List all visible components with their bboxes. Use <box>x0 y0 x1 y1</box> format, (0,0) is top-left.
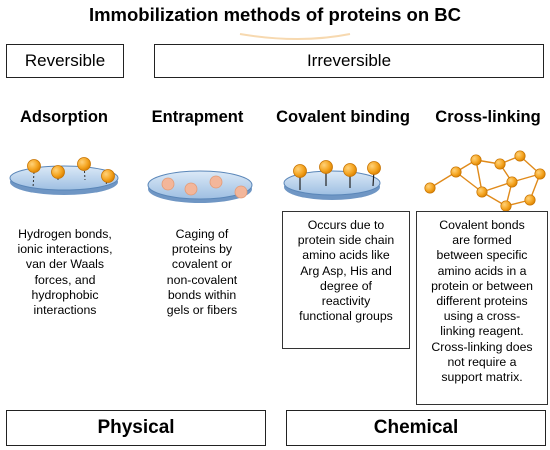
desc-line: are formed <box>452 233 512 248</box>
reversible-label: Reversible <box>24 51 106 70</box>
desc-line: interactions <box>33 303 97 318</box>
desc-line: protein side chain <box>297 233 395 248</box>
covalent-binding-illustration <box>283 160 381 200</box>
protein-node <box>470 154 482 166</box>
desc-line: not require a <box>447 354 517 369</box>
physical-label: Physical <box>97 417 175 438</box>
protein-ball <box>293 164 307 178</box>
caged-protein <box>209 175 223 189</box>
cross-linking-illustration <box>424 150 546 212</box>
desc-line: hydrophobic <box>31 287 99 302</box>
protein-node <box>424 182 436 194</box>
description-adsorption: Hydrogen bonds, ionic interactions, van … <box>4 227 126 318</box>
caged-protein <box>161 177 175 191</box>
desc-line: different proteins <box>436 294 528 309</box>
desc-line: protein or between <box>431 278 533 293</box>
heading-cross-linking: Cross-linking <box>435 108 541 126</box>
protein-node <box>500 200 512 212</box>
protein-ball <box>101 169 115 183</box>
desc-line: support matrix. <box>441 370 523 385</box>
heading-adsorption: Adsorption <box>20 108 108 126</box>
desc-line: Arg Asp, His and <box>300 263 392 278</box>
protein-ball <box>27 159 41 173</box>
heading-covalent-binding: Covalent binding <box>276 108 410 126</box>
desc-line: Caging of <box>175 227 229 241</box>
desc-line: amino acids like <box>302 248 390 263</box>
protein-node <box>534 168 546 180</box>
desc-line: linking reagent. <box>440 324 524 339</box>
protein-node <box>506 176 518 188</box>
desc-line: between specific <box>436 248 528 263</box>
description-cross-linking: Covalent bonds are formed between specif… <box>416 211 548 405</box>
desc-line: covalent or <box>171 257 233 272</box>
protein-node <box>450 166 462 178</box>
desc-line: Hydrogen bonds, <box>18 227 112 241</box>
desc-line: Covalent bonds <box>439 218 525 232</box>
protein-node <box>524 194 536 206</box>
desc-line: amino acids in a <box>437 263 527 278</box>
chemical-box: Chemical <box>286 410 546 446</box>
desc-line: bonds within <box>167 287 237 302</box>
desc-line: Occurs due to <box>307 218 385 232</box>
protein-ball <box>77 157 91 171</box>
chemical-label: Chemical <box>373 417 459 438</box>
entrapment-illustration <box>147 170 253 203</box>
desc-line: van der Waals <box>25 257 105 272</box>
description-entrapment: Caging of proteins by covalent or non-co… <box>150 227 254 318</box>
irreversible-label: Irreversible <box>306 51 392 70</box>
heading-entrapment: Entrapment <box>151 108 244 126</box>
adsorption-illustration <box>9 157 119 195</box>
protein-node <box>476 186 488 198</box>
physical-box: Physical <box>6 410 266 446</box>
desc-line: reactivity <box>321 294 371 309</box>
desc-line: ionic interactions, <box>17 242 113 257</box>
entrapment-disc <box>147 170 253 200</box>
irreversible-box: Irreversible <box>154 44 544 78</box>
protein-ball <box>319 160 333 174</box>
protein-ball <box>51 165 65 179</box>
protein-node <box>494 158 506 170</box>
desc-line: functional groups <box>299 309 393 324</box>
desc-line: forces, and <box>34 272 96 287</box>
description-covalent-binding: Occurs due to protein side chain amino a… <box>282 211 410 349</box>
protein-ball <box>343 163 357 177</box>
desc-line: degree of <box>320 278 372 293</box>
reversible-box: Reversible <box>6 44 124 78</box>
protein-node <box>514 150 526 162</box>
desc-line: proteins by <box>171 242 233 257</box>
desc-line: using a cross- <box>443 309 521 324</box>
caged-protein <box>234 185 248 199</box>
protein-ball <box>367 161 381 175</box>
desc-line: non-covalent <box>166 272 238 287</box>
page-title: Immobilization methods of proteins on BC <box>88 4 462 25</box>
desc-line: Cross-linking does <box>431 339 533 354</box>
caged-protein <box>184 182 198 196</box>
desc-line: gels or fibers <box>166 303 238 318</box>
covalent-disc <box>283 170 381 196</box>
